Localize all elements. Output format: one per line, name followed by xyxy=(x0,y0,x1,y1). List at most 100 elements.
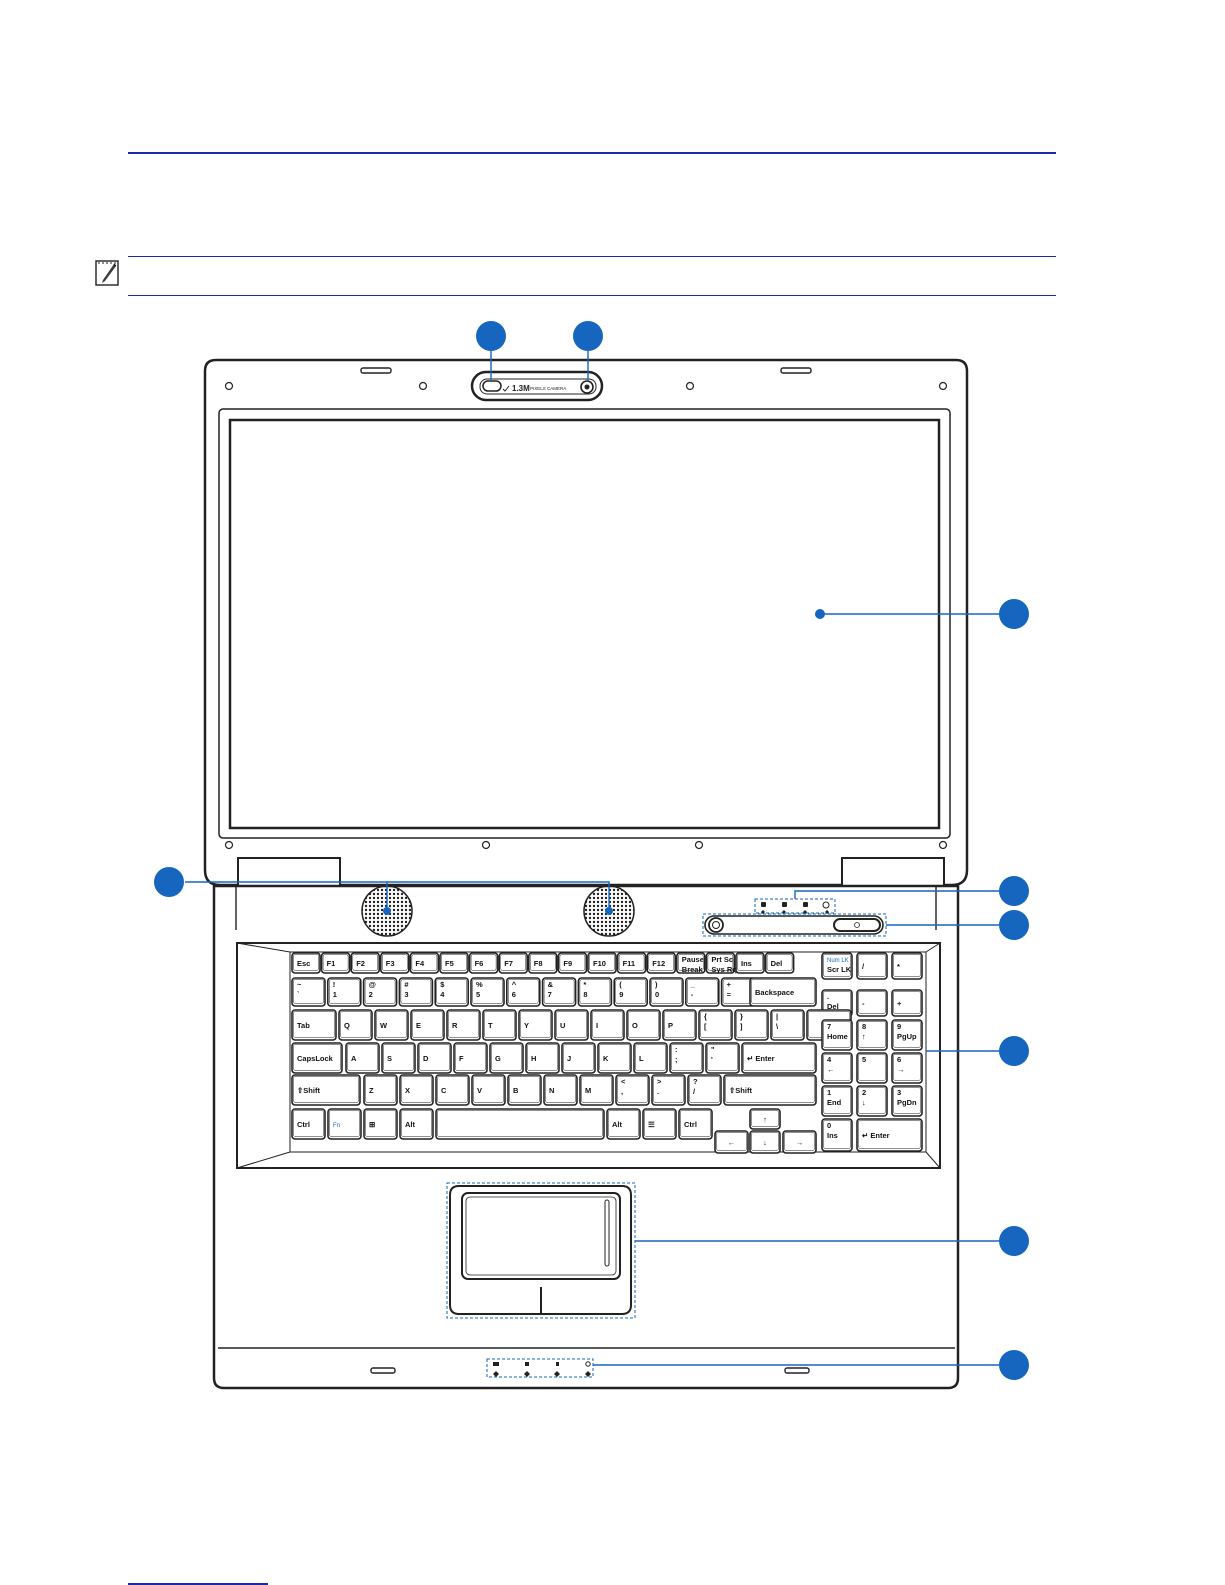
key-bracket[interactable]: }] xyxy=(734,1009,769,1041)
key-d[interactable]: D xyxy=(417,1042,452,1074)
key-w[interactable]: W xyxy=(374,1009,409,1041)
key-i[interactable]: I xyxy=(590,1009,625,1041)
key-right-ctrl[interactable]: Ctrl xyxy=(678,1108,713,1140)
key-f2[interactable]: F2 xyxy=(350,952,381,974)
key-numpad-star[interactable]: * xyxy=(891,952,923,980)
key-b[interactable]: B xyxy=(507,1074,542,1106)
key-f6[interactable]: F6 xyxy=(468,952,499,974)
key-6[interactable]: ^6 xyxy=(505,977,541,1007)
key-numpad-8[interactable]: 8↑ xyxy=(856,1019,888,1051)
key-f1[interactable]: F1 xyxy=(320,952,351,974)
key-q[interactable]: Q xyxy=(338,1009,373,1041)
key-s[interactable]: S xyxy=(381,1042,416,1074)
key-enter[interactable]: ↵ Enter xyxy=(741,1042,817,1074)
key-numpad-plus[interactable]: + xyxy=(891,989,923,1017)
key-bracket[interactable]: |\ xyxy=(770,1009,805,1041)
key-z[interactable]: Z xyxy=(363,1074,398,1106)
key-space[interactable] xyxy=(435,1108,605,1140)
key-punct[interactable]: "' xyxy=(705,1042,740,1074)
key-backspace[interactable]: Backspace xyxy=(749,977,817,1007)
key-a[interactable]: A xyxy=(345,1042,380,1074)
key-capslock[interactable]: CapsLock xyxy=(291,1042,343,1074)
key-right-alt[interactable]: Alt xyxy=(606,1108,641,1140)
key-9[interactable]: (9 xyxy=(613,977,649,1007)
key-f7[interactable]: F7 xyxy=(498,952,529,974)
key-c[interactable]: C xyxy=(435,1074,470,1106)
key--[interactable]: _- xyxy=(684,977,720,1007)
key-7[interactable]: &7 xyxy=(541,977,577,1007)
key-j[interactable]: J xyxy=(561,1042,596,1074)
key-1[interactable]: !1 xyxy=(326,977,362,1007)
key-numpad-6[interactable]: 6→ xyxy=(891,1052,923,1084)
key-numpad-5[interactable]: 5 xyxy=(856,1052,888,1084)
key-f3[interactable]: F3 xyxy=(379,952,410,974)
key-2[interactable]: @2 xyxy=(362,977,398,1007)
key-3[interactable]: #3 xyxy=(398,977,434,1007)
key-x[interactable]: X xyxy=(399,1074,434,1106)
key-8[interactable]: *8 xyxy=(577,977,613,1007)
key-bracket[interactable]: {[ xyxy=(698,1009,733,1041)
key-punct[interactable]: <, xyxy=(615,1074,650,1106)
key-`[interactable]: ~` xyxy=(291,977,326,1007)
key-u[interactable]: U xyxy=(554,1009,589,1041)
key-k[interactable]: K xyxy=(597,1042,632,1074)
key-f8[interactable]: F8 xyxy=(527,952,558,974)
key-f4[interactable]: F4 xyxy=(409,952,440,974)
key-numpad-slash[interactable]: / xyxy=(856,952,888,980)
key-v[interactable]: V xyxy=(471,1074,506,1106)
key-r[interactable]: R xyxy=(446,1009,481,1041)
key-numpad-enter[interactable]: ↵ Enter xyxy=(856,1118,923,1152)
key-left-shift[interactable]: ⇧Shift xyxy=(291,1074,361,1106)
key-4[interactable]: $4 xyxy=(434,977,470,1007)
key-up[interactable]: ↑ xyxy=(749,1108,781,1130)
key-right-shift[interactable]: ⇧Shift xyxy=(723,1074,817,1106)
key-right[interactable]: → xyxy=(782,1130,817,1154)
key-f[interactable]: F xyxy=(453,1042,488,1074)
key-del[interactable]: Del xyxy=(764,952,795,974)
key-punct[interactable]: >. xyxy=(651,1074,686,1106)
key-fn[interactable]: Fn xyxy=(327,1108,362,1140)
key-o[interactable]: O xyxy=(626,1009,661,1041)
key-l[interactable]: L xyxy=(633,1042,668,1074)
key-f9[interactable]: F9 xyxy=(557,952,588,974)
key-tab[interactable]: Tab xyxy=(291,1009,337,1041)
key-h[interactable]: H xyxy=(525,1042,560,1074)
key-label: ⊞ xyxy=(369,1120,376,1129)
key-0[interactable]: )0 xyxy=(649,977,684,1007)
key-f5[interactable]: F5 xyxy=(439,952,469,974)
key-5[interactable]: %5 xyxy=(470,977,505,1007)
power-and-switch-area xyxy=(702,913,887,937)
key-down[interactable]: ↓ xyxy=(749,1130,781,1154)
key-f10[interactable]: F10 xyxy=(587,952,617,974)
key-menu[interactable]: ☰ xyxy=(642,1108,677,1140)
key-ins[interactable]: Ins xyxy=(735,952,765,974)
key-m[interactable]: M xyxy=(579,1074,614,1106)
key-y[interactable]: Y xyxy=(518,1009,553,1041)
key-left[interactable]: ← xyxy=(714,1130,749,1154)
key-numpad-minus[interactable]: - xyxy=(856,989,888,1017)
key-numpad-4[interactable]: 4← xyxy=(821,1052,853,1084)
touchpad-surface[interactable] xyxy=(461,1192,621,1280)
key-g[interactable]: G xyxy=(489,1042,524,1074)
key-t[interactable]: T xyxy=(482,1009,517,1041)
key-windows[interactable]: ⊞ xyxy=(363,1108,398,1140)
key-esc[interactable]: Esc xyxy=(291,952,321,974)
key-punct[interactable]: ?/ xyxy=(687,1074,722,1106)
key-left-alt[interactable]: Alt xyxy=(399,1108,434,1140)
key-left-ctrl[interactable]: Ctrl xyxy=(291,1108,326,1140)
key-punct[interactable]: :; xyxy=(669,1042,704,1074)
key-numpad-2[interactable]: 2↓ xyxy=(856,1085,888,1117)
key-f11[interactable]: F11 xyxy=(616,952,647,974)
key-e[interactable]: E xyxy=(410,1009,445,1041)
key-p[interactable]: P xyxy=(662,1009,697,1041)
key-f12[interactable]: F12 xyxy=(646,952,677,974)
key-n[interactable]: N xyxy=(543,1074,578,1106)
